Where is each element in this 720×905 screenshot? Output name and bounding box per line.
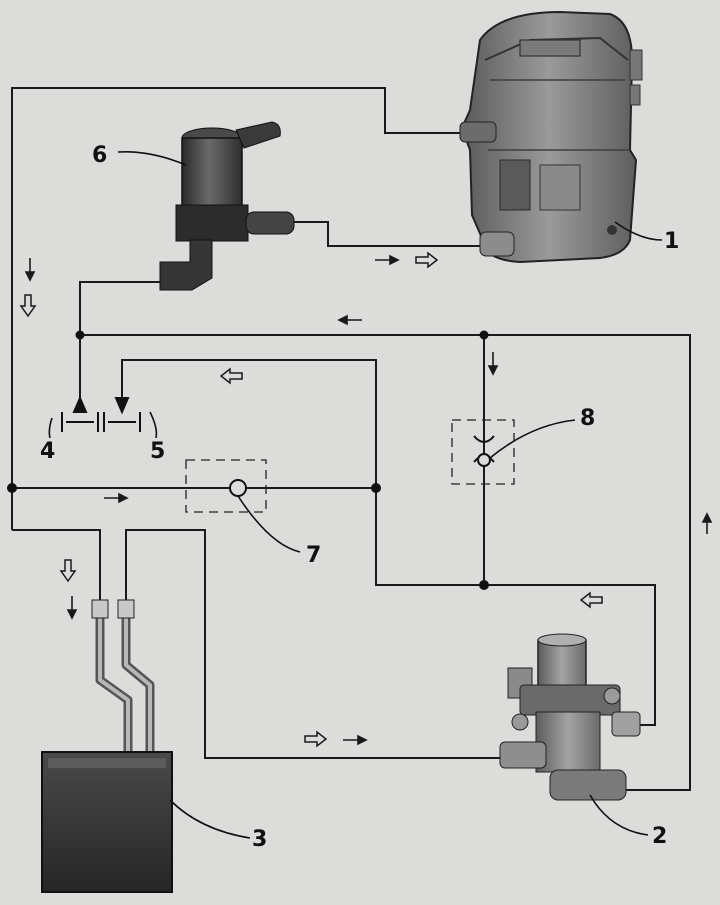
arrow-icon	[24, 258, 36, 282]
junction-dot	[75, 330, 85, 340]
arrow-icon	[66, 596, 78, 620]
pipe-port-5-loop	[121, 359, 377, 488]
junction-dots	[7, 330, 489, 590]
label-restrictor: 8	[580, 406, 595, 431]
hollow-arrows	[19, 251, 603, 748]
pump-unit	[159, 121, 295, 291]
hollow-arrow-icon	[415, 251, 439, 269]
arrow-icon	[343, 734, 368, 746]
label-pump: 6	[92, 143, 107, 168]
leader-2	[589, 794, 649, 836]
label-heater: 1	[664, 229, 679, 254]
hollow-arrow-icon	[219, 367, 243, 385]
hollow-arrow-icon	[19, 294, 37, 318]
arrow-icon	[104, 492, 129, 504]
label-port-out: 4	[40, 439, 55, 464]
leader-6	[117, 150, 187, 166]
label-radiator: 3	[252, 827, 267, 852]
leader-7	[237, 495, 301, 553]
label-valve: 2	[652, 824, 667, 849]
tee-junction	[185, 459, 267, 513]
valve-unit	[499, 633, 641, 801]
leader-4	[48, 417, 53, 439]
pipe-to-radiator-b	[125, 529, 500, 759]
pipe-pump-to-heater	[290, 221, 485, 247]
junction-dot	[7, 483, 17, 493]
hollow-arrow-icon	[304, 730, 328, 748]
junction-dot	[479, 580, 489, 590]
heater-unit	[459, 10, 643, 264]
junction-dot	[479, 330, 489, 340]
label-tee-junction: 7	[306, 543, 321, 568]
pipe-lines	[11, 87, 691, 791]
restrictor	[451, 419, 515, 485]
port-5-symbol	[103, 397, 141, 432]
leader-8	[489, 419, 576, 459]
hollow-arrow-icon	[59, 559, 77, 583]
pipe-lower-return	[375, 488, 656, 726]
leader-3	[169, 799, 251, 839]
leader-1	[614, 221, 663, 241]
number-labels: 6 1 8 4 5 7 3 2	[40, 143, 679, 852]
radiator-unit	[41, 599, 173, 893]
pipe-pump-inlet	[79, 281, 165, 335]
leader-5	[149, 411, 158, 439]
label-port-in: 5	[150, 439, 165, 464]
leader-lines	[48, 150, 663, 839]
arrow-icon	[701, 512, 713, 534]
port-4-symbol	[61, 395, 99, 432]
pipe-to-radiator-a	[12, 529, 101, 605]
arrow-icon	[337, 314, 362, 326]
arrow-icon	[487, 352, 499, 376]
junction-dot	[371, 483, 381, 493]
arrow-icon	[375, 254, 400, 266]
pipe-outer-left	[11, 87, 468, 530]
hollow-arrow-icon	[579, 591, 603, 609]
pipe-top-manifold	[80, 334, 691, 791]
flow-arrows	[24, 254, 713, 746]
